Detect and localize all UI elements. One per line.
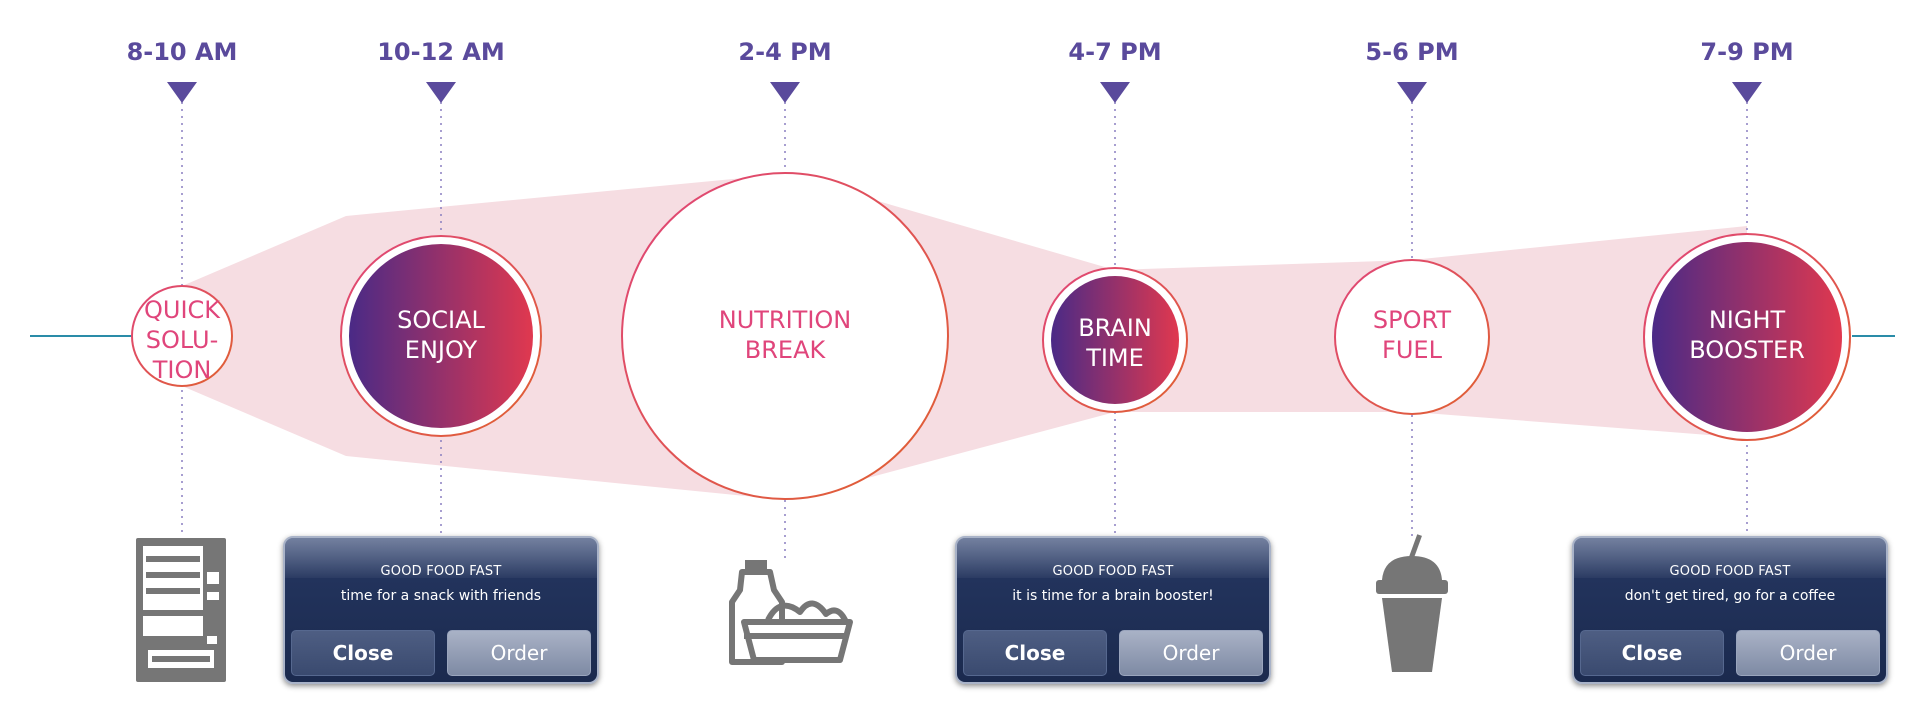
popup-title: GOOD FOOD FAST — [1669, 564, 1791, 579]
circle-label: QUICK — [144, 296, 221, 324]
band-segment — [1115, 260, 1412, 412]
time-label: 8-10 AM — [127, 38, 238, 66]
circle-sport-fuel — [1334, 259, 1490, 415]
circle-label: FUEL — [1382, 336, 1443, 364]
triangle-marker-icon — [770, 82, 800, 103]
time-label: 4-7 PM — [1068, 38, 1161, 66]
time-markers: 8-10 AM 10-12 AM 2-4 PM 4-7 PM 5-6 PM 7-… — [127, 38, 1794, 103]
close-button[interactable]: Close — [1580, 630, 1724, 676]
time-label: 5-6 PM — [1365, 38, 1458, 66]
band-segment — [182, 216, 346, 456]
triangle-marker-icon — [426, 82, 456, 103]
notification-popup: GOOD FOOD FAST don't get tired, go for a… — [1572, 536, 1888, 684]
popup-message: don't get tired, go for a coffee — [1624, 588, 1836, 604]
circle-label: TION — [152, 356, 212, 384]
bottle-basket-icon — [729, 560, 853, 665]
popup-title: GOOD FOOD FAST — [380, 564, 502, 579]
circle-brain-time — [1042, 267, 1188, 413]
circle-social-enjoy — [340, 235, 542, 437]
circle-label: BOOSTER — [1689, 336, 1805, 364]
order-button[interactable]: Order — [447, 630, 591, 676]
triangle-marker-icon — [1397, 82, 1427, 103]
popup-message: it is time for a brain booster! — [1012, 588, 1214, 604]
circle-label: SOLU- — [146, 326, 219, 354]
triangle-marker-icon — [1732, 82, 1762, 103]
circle-label: TIME — [1085, 344, 1144, 372]
circle-label: SPORT — [1373, 306, 1452, 334]
circle-nutrition-break — [621, 172, 949, 500]
triangle-marker-icon — [167, 82, 197, 103]
time-label: 2-4 PM — [738, 38, 831, 66]
notification-popup: GOOD FOOD FAST time for a snack with fri… — [283, 536, 599, 684]
circle-label: BREAK — [745, 336, 827, 364]
circle-quick-solution — [131, 285, 233, 387]
time-label: 10-12 AM — [377, 38, 505, 66]
vending-machine-icon — [136, 538, 226, 682]
circle-label: BRAIN — [1078, 314, 1152, 342]
time-label: 7-9 PM — [1700, 38, 1793, 66]
circle-label: NUTRITION — [719, 306, 852, 334]
order-button[interactable]: Order — [1119, 630, 1263, 676]
circle-label: SOCIAL — [397, 306, 485, 334]
notification-popup: GOOD FOOD FAST it is time for a brain bo… — [955, 536, 1271, 684]
popup-message: time for a snack with friends — [340, 588, 542, 604]
close-button[interactable]: Close — [963, 630, 1107, 676]
close-button[interactable]: Close — [291, 630, 435, 676]
circle-night-booster — [1643, 233, 1851, 441]
smoothie-cup-icon — [1376, 534, 1448, 672]
circle-label: ENJOY — [405, 336, 478, 364]
order-button[interactable]: Order — [1736, 630, 1880, 676]
popup-title: GOOD FOOD FAST — [1052, 564, 1174, 579]
circle-label: NIGHT — [1709, 306, 1786, 334]
triangle-marker-icon — [1100, 82, 1130, 103]
